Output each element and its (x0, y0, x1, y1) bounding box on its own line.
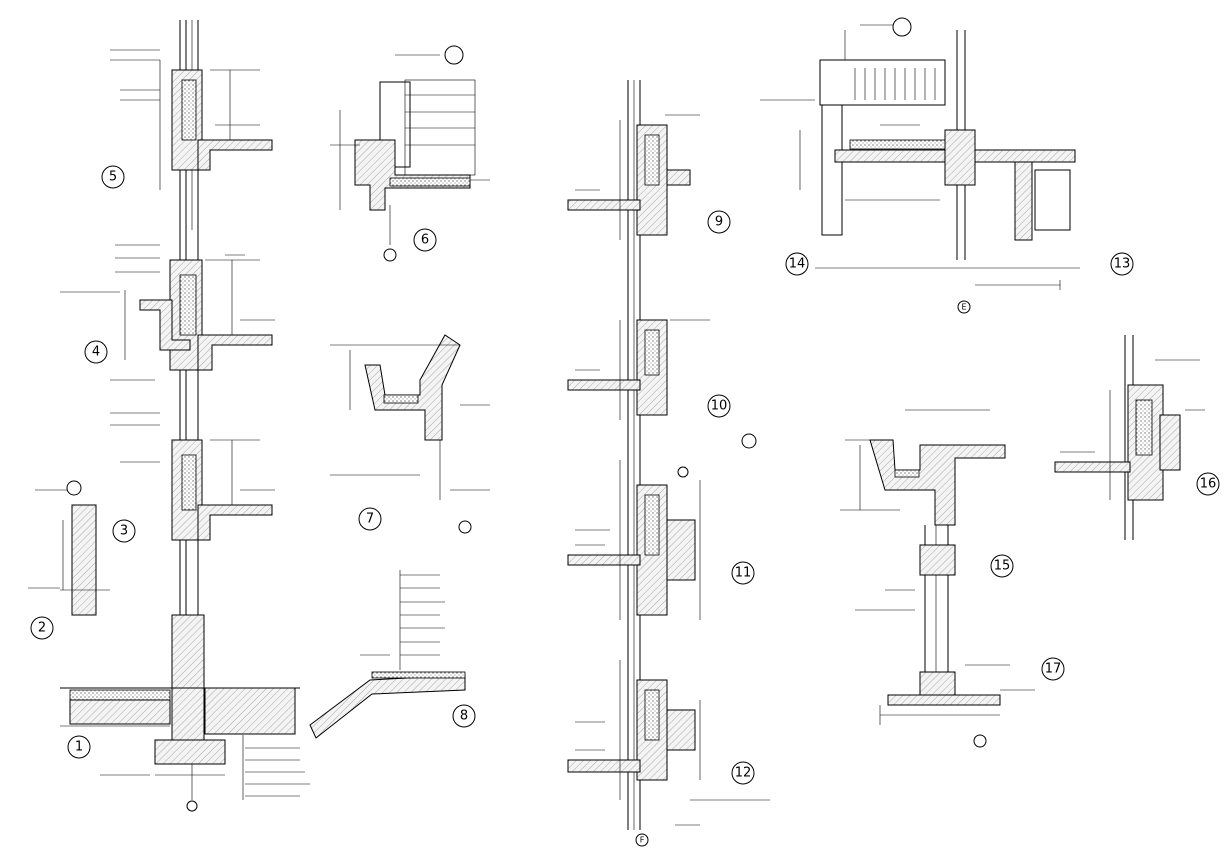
detail-16-drawing (1054, 335, 1205, 540)
detail-6-drawing (330, 45, 490, 262)
detail-15-17-drawing (840, 409, 1035, 748)
axis-bubbles: E F (635, 300, 971, 847)
detail-label-7: 7 (366, 512, 374, 527)
detail-label-16: 16 (1200, 477, 1217, 492)
axis-bubble-e: E (961, 303, 966, 312)
wall-section-left (60, 20, 310, 812)
detail-label-3: 3 (120, 524, 128, 539)
detail-2-drawing (28, 480, 110, 616)
detail-label-1: 1 (75, 740, 83, 755)
wall-section-center (567, 80, 770, 830)
detail-label-9: 9 (715, 215, 723, 230)
detail-label-10: 10 (711, 399, 728, 414)
detail-label-8: 8 (460, 709, 468, 724)
detail-labels: 5 4 3 2 1 6 7 8 9 10 11 12 13 14 15 16 1… (30, 165, 1220, 785)
detail-label-5: 5 (109, 170, 117, 185)
detail-7-drawing (330, 334, 490, 534)
detail-8-drawing (309, 570, 466, 739)
detail-label-15: 15 (994, 559, 1011, 574)
detail-label-12: 12 (735, 766, 752, 781)
detail-label-4: 4 (92, 345, 100, 360)
detail-label-11: 11 (735, 566, 752, 581)
detail-label-17: 17 (1045, 662, 1062, 677)
detail-label-13: 13 (1114, 257, 1131, 272)
axis-bubble-f: F (640, 836, 645, 845)
detail-label-6: 6 (421, 233, 429, 248)
detail-13-14-drawing (760, 17, 1080, 290)
detail-label-2: 2 (38, 621, 46, 636)
detail-label-14: 14 (789, 257, 806, 272)
